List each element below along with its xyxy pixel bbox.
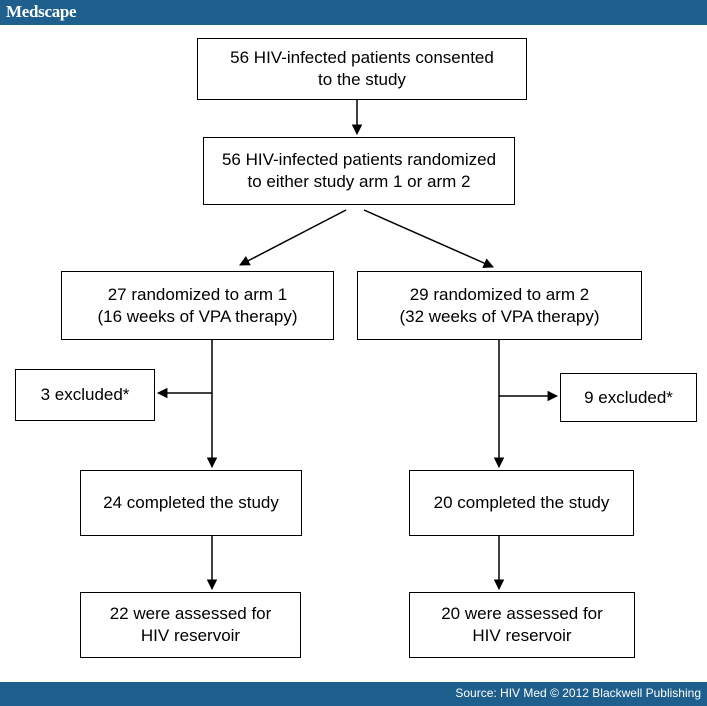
- box-consented-label: 56 HIV-infected patients consented to th…: [230, 48, 494, 89]
- box-arm2-excluded-label: 9 excluded*: [584, 387, 673, 407]
- arrow-randomized-to-arm1: [239, 209, 347, 266]
- box-arm1-excluded-label: 3 excluded*: [40, 385, 130, 404]
- box-consented: 56 HIV-infected patients consented to th…: [197, 38, 527, 100]
- box-randomized-label: 56 HIV-infected patients randomized to e…: [221, 150, 497, 191]
- arrow-randomized-to-arm2: [363, 209, 494, 268]
- box-arm1-completed: 24 completed the study: [80, 470, 302, 536]
- box-arm1-randomized: 27 randomized to arm 1 (16 weeks of VPA …: [61, 271, 334, 340]
- box-arm2-excluded: 9 excluded*: [560, 373, 697, 422]
- header-bar: Medscape: [0, 0, 707, 25]
- box-randomized: 56 HIV-infected patients randomized to e…: [203, 137, 515, 205]
- box-arm1-assessed-label: 22 were assessed for HIV reservoir: [109, 604, 272, 645]
- medscape-logo: Medscape: [6, 2, 77, 21]
- footer-bar: Source: HIV Med © 2012 Blackwell Publish…: [0, 682, 707, 706]
- box-arm2-randomized: 29 randomized to arm 2 (32 weeks of VPA …: [357, 271, 642, 340]
- box-arm1-excluded: 3 excluded*: [15, 369, 155, 421]
- box-arm2-completed-label: 20 completed the study: [433, 493, 610, 512]
- box-arm2-assessed: 20 were assessed for HIV reservoir: [409, 592, 635, 658]
- box-arm1-assessed: 22 were assessed for HIV reservoir: [80, 592, 301, 658]
- box-arm2-assessed-label: 20 were assessed for HIV reservoir: [441, 604, 603, 645]
- source-credit: Source: HIV Med © 2012 Blackwell Publish…: [455, 686, 701, 700]
- box-arm2-randomized-label: 29 randomized to arm 2 (32 weeks of VPA …: [399, 284, 600, 326]
- box-arm1-randomized-label: 27 randomized to arm 1 (16 weeks of VPA …: [97, 284, 298, 326]
- box-arm1-completed-label: 24 completed the study: [103, 493, 279, 512]
- box-arm2-completed: 20 completed the study: [409, 470, 634, 536]
